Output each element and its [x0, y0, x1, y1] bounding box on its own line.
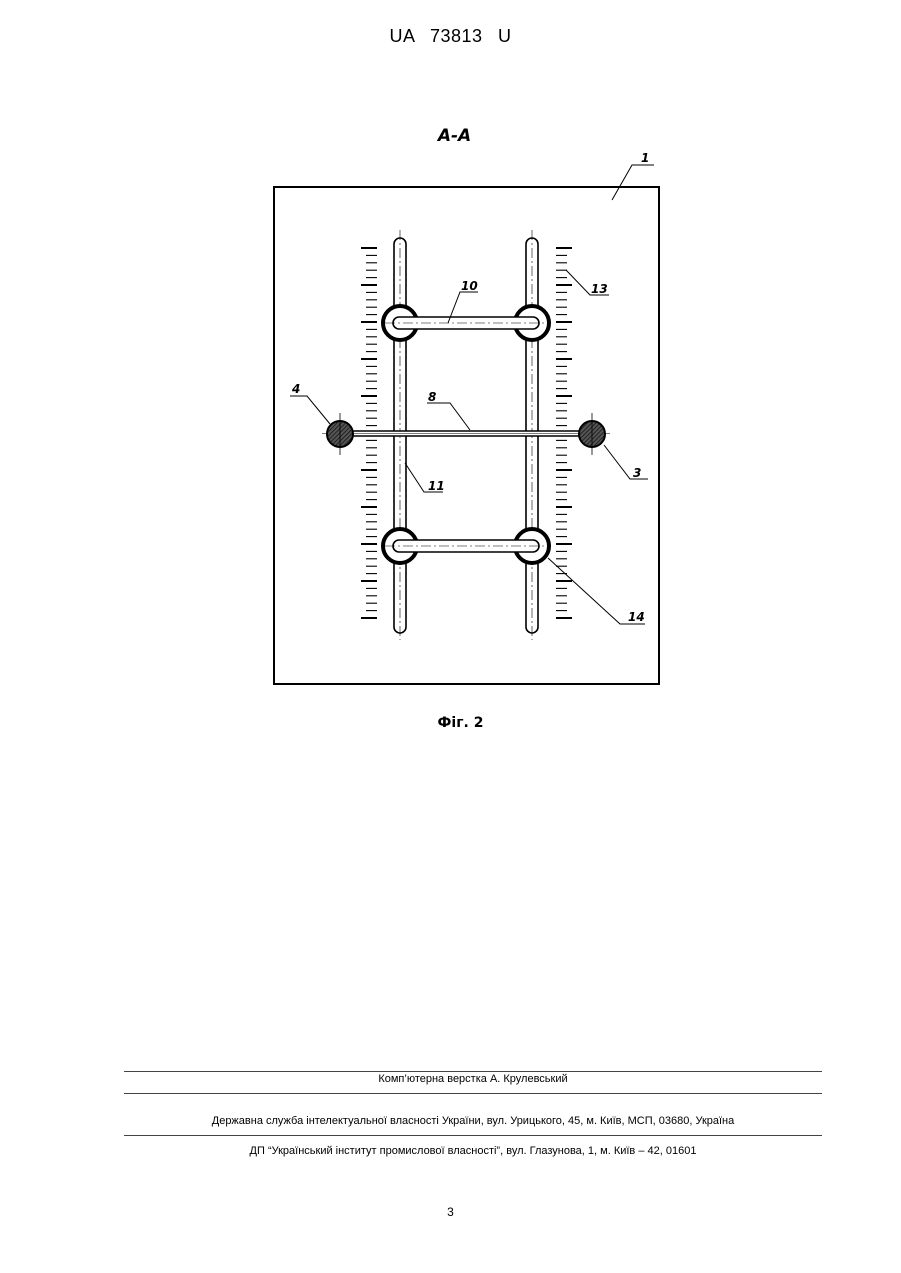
ball-right [579, 413, 605, 455]
callout-3: 3 [633, 466, 641, 480]
figure-caption: Фіг. 2 [0, 715, 901, 731]
layout-credit: Комп’ютерна верстка А. Крулевський [124, 1073, 822, 1085]
patent-number-header: UA 73813 U [0, 26, 901, 47]
footer-rule-1 [124, 1071, 822, 1072]
institute-address: ДП “Український інститут промислової вла… [124, 1145, 822, 1157]
technical-drawing: 1 13 10 8 4 3 11 14 [240, 140, 660, 700]
callout-1: 1 [641, 151, 649, 165]
footer-rule-2 [124, 1093, 822, 1094]
callout-4: 4 [291, 382, 300, 396]
callout-13: 13 [591, 282, 608, 296]
callout-11: 11 [428, 479, 445, 493]
footer-rule-3 [124, 1135, 822, 1136]
callout-14: 14 [628, 610, 645, 624]
callout-10: 10 [461, 279, 478, 293]
page-number: 3 [0, 1205, 901, 1219]
agency-address: Державна служба інтелектуальної власност… [124, 1115, 822, 1127]
callout-8: 8 [428, 390, 436, 404]
ball-left [327, 413, 353, 455]
